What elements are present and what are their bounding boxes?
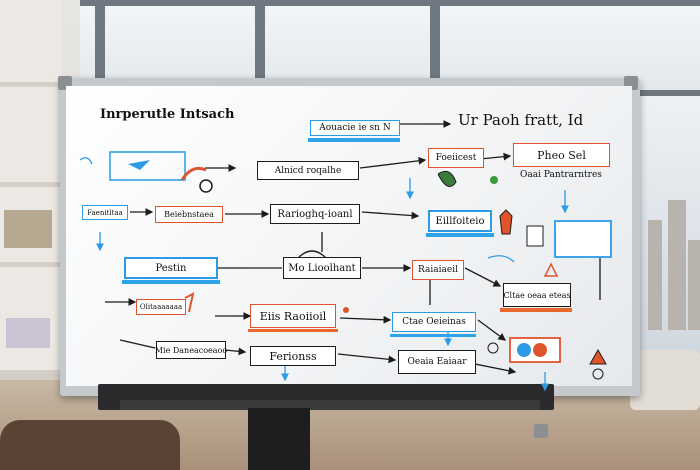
- shelf-board: [0, 82, 62, 87]
- board-title-left: Inrperutle Intsach: [100, 107, 235, 122]
- shelf-board: [0, 262, 62, 267]
- blue-underline: [308, 138, 400, 142]
- box-mid-top: Alnicd roqalhe: [257, 161, 359, 180]
- box-prod: Pheo Sel: [513, 143, 610, 167]
- label-partner: Oaai Pantrarntres: [520, 170, 602, 180]
- shelf-picture: [4, 210, 52, 248]
- tray-clip: [534, 424, 548, 438]
- city-tower: [668, 200, 686, 330]
- orange-underline: [248, 329, 338, 332]
- chair: [0, 420, 180, 470]
- marker-tray-lip: [120, 400, 540, 410]
- orange-underline: [500, 308, 572, 312]
- blue-underline: [426, 233, 494, 237]
- window-mullion: [255, 0, 265, 90]
- window-mullion: [80, 0, 700, 6]
- window: [80, 0, 700, 90]
- box-ferions: Ferionss: [250, 346, 336, 366]
- box-rashed: Raiaiaeil: [412, 260, 464, 280]
- box-left-small: Faenitltaa: [82, 205, 128, 220]
- sofa: [630, 350, 700, 410]
- box-radio: Eiis Raoiioil: [250, 304, 336, 328]
- shelf-board: [0, 182, 62, 187]
- window-mullion: [95, 0, 105, 90]
- window-mullion: [640, 90, 700, 96]
- city-tower: [688, 240, 700, 330]
- box-forecast: Foeiicest: [428, 148, 484, 168]
- box-center-right: Ctae Oeieinas: [392, 312, 476, 332]
- box-ebilling: Eillfoiteio: [428, 210, 492, 232]
- city-tower: [648, 220, 662, 330]
- box-bottom-mid: Oeaia Eaiaar: [398, 350, 476, 374]
- box-left-orange: Beiebnstaea: [155, 206, 223, 223]
- blue-underline: [390, 334, 476, 337]
- board-stand: [248, 408, 310, 470]
- box-lio: Mo Lioolhant: [283, 257, 361, 279]
- window-mullion: [430, 0, 440, 90]
- box-rapid: Rarioghq-ioanl: [270, 204, 360, 224]
- box-top-center: Aouacie ie sn N: [310, 120, 400, 136]
- doodle-icons: [109, 151, 612, 380]
- blue-underline: [122, 280, 220, 284]
- board-title-right: Ur Paoh fratt, Id: [458, 111, 584, 129]
- box-center-orange: Olitaaaaaaa: [136, 299, 186, 315]
- box-dashed: Mie Daneacoeaoo: [155, 341, 227, 359]
- box-rightlist: Cltae oeaa eteas: [503, 283, 571, 307]
- shelf-item: [6, 318, 50, 348]
- box-pestin: Pestin: [124, 257, 218, 279]
